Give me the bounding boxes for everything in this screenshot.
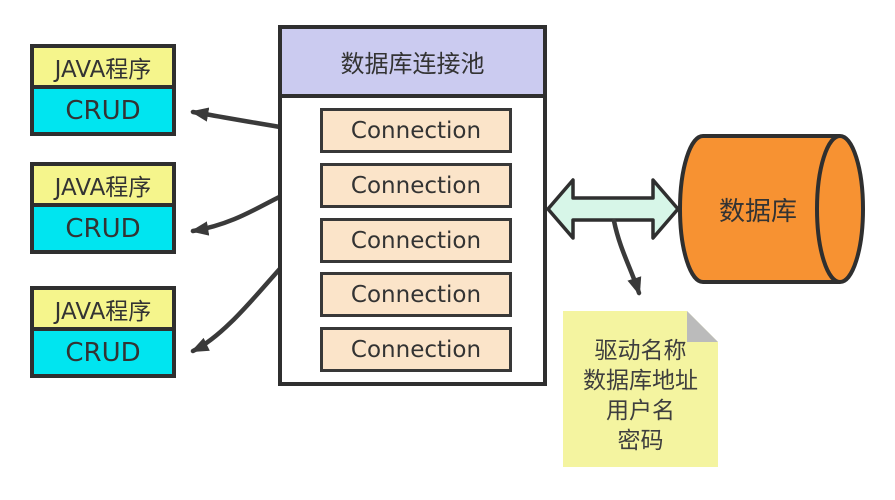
note-line: 驱动名称 — [594, 338, 687, 364]
java-app-title: JAVA程序 — [34, 48, 172, 89]
note-line: 数据库地址 — [583, 368, 698, 394]
java-app-box-1: JAVA程序 CRUD — [30, 44, 176, 136]
java-app-title: JAVA程序 — [34, 290, 172, 331]
connection-pool-title: 数据库连接池 — [282, 29, 543, 98]
database-label: 数据库 — [718, 196, 797, 227]
pool-database-double-arrow — [546, 178, 680, 240]
sticky-note-text: 驱动名称 数据库地址 用户名 密码 — [563, 333, 718, 454]
note-pointer-arrow — [611, 218, 642, 296]
connection-box-3: Connection — [320, 218, 512, 263]
java-app-box-2: JAVA程序 CRUD — [30, 162, 176, 254]
connection-box-4: Connection — [320, 272, 512, 317]
note-line: 密码 — [617, 428, 664, 454]
crud-label: CRUD — [34, 331, 172, 374]
note-line: 用户名 — [606, 398, 675, 424]
java-app-title: JAVA程序 — [34, 166, 172, 207]
crud-label: CRUD — [34, 89, 172, 132]
java-app-box-3: JAVA程序 CRUD — [30, 286, 176, 378]
crud-label: CRUD — [34, 207, 172, 250]
connection-box-1: Connection — [320, 108, 512, 153]
connection-box-2: Connection — [320, 163, 512, 208]
connection-box-5: Connection — [320, 327, 512, 372]
